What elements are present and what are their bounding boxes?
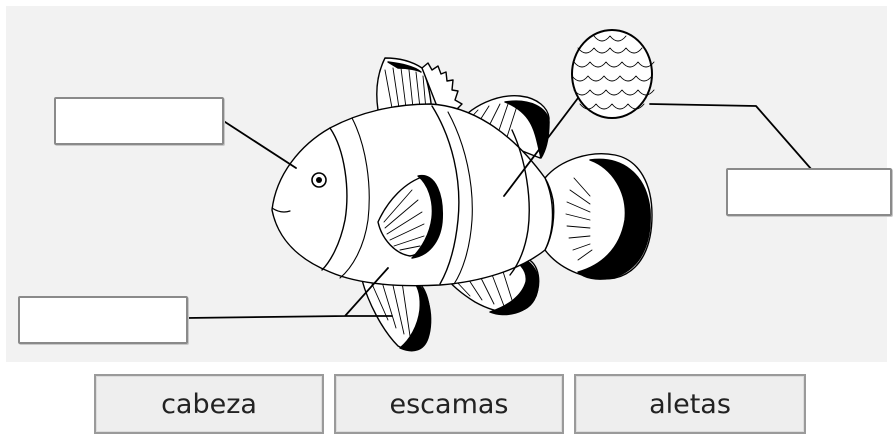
pelvic-fin — [361, 276, 432, 352]
word-tile-aletas[interactable]: aletas — [574, 374, 806, 434]
tail-stripe — [509, 129, 530, 276]
scales-magnifier — [571, 29, 655, 119]
blank-label-scales[interactable] — [726, 168, 892, 216]
blank-label-fins[interactable] — [18, 296, 188, 344]
leader-line-head — [221, 119, 297, 169]
dorsal-fin-front — [376, 57, 463, 117]
leader-lines — [185, 97, 813, 319]
tail-fin — [544, 153, 653, 280]
leader-line-magnifier — [503, 97, 579, 197]
blank-label-head[interactable] — [54, 97, 224, 145]
word-tile-escamas[interactable]: escamas — [334, 374, 564, 434]
leader-line-scales — [649, 103, 813, 171]
fish-mouth — [271, 207, 291, 213]
head-stripe — [321, 127, 348, 271]
leader-line-fins — [185, 267, 393, 319]
word-tile-cabeza[interactable]: cabeza — [94, 374, 324, 434]
pectoral-fin — [377, 174, 443, 259]
middle-stripe — [431, 105, 460, 285]
